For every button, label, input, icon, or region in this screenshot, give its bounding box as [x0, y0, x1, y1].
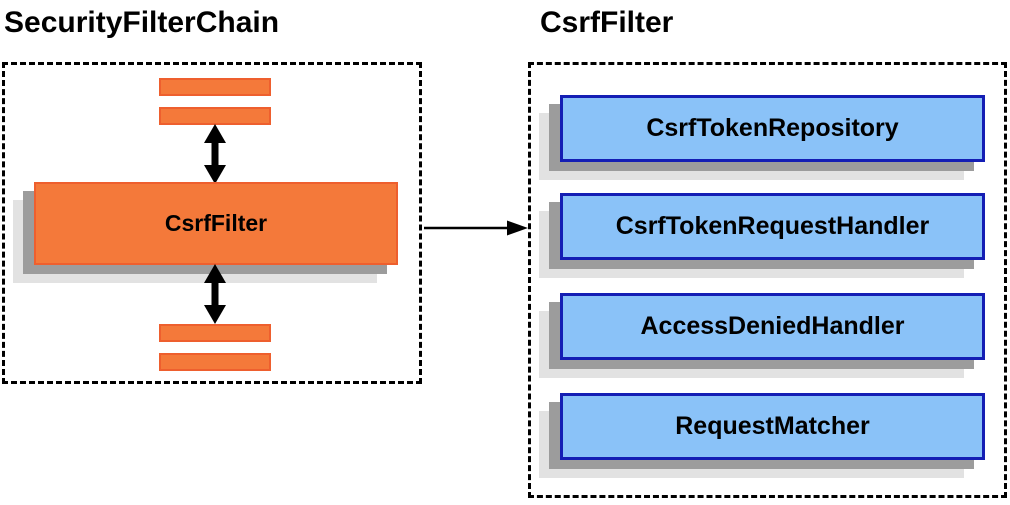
- component-label: CsrfTokenRepository: [646, 114, 899, 142]
- bidirectional-arrow-icon: [204, 124, 226, 184]
- flow-arrow-icon: [424, 220, 528, 236]
- filter-bar: [159, 107, 271, 125]
- component-box-csrf-token-repository: CsrfTokenRepository: [560, 95, 985, 162]
- security-filter-chain-title: SecurityFilterChain: [4, 6, 280, 39]
- csrf-filter-box-label: CsrfFilter: [164, 210, 268, 236]
- bidirectional-arrow-icon: [204, 264, 226, 324]
- component-label: CsrfTokenRequestHandler: [615, 212, 930, 240]
- component-label: RequestMatcher: [675, 412, 870, 440]
- component-box-request-matcher: RequestMatcher: [560, 393, 985, 460]
- filter-bar: [159, 353, 271, 371]
- csrf-filter-group: [528, 62, 1007, 498]
- component-box-access-denied-handler: AccessDeniedHandler: [560, 293, 985, 360]
- security-filter-chain-group: [2, 62, 422, 384]
- csrf-filter-box: CsrfFilter: [34, 182, 398, 265]
- component-label: AccessDeniedHandler: [640, 312, 905, 340]
- csrf-filter-title: CsrfFilter: [540, 6, 674, 39]
- filter-bar: [159, 78, 271, 96]
- filter-bar: [159, 324, 271, 342]
- component-box-csrf-token-request-handler: CsrfTokenRequestHandler: [560, 193, 985, 260]
